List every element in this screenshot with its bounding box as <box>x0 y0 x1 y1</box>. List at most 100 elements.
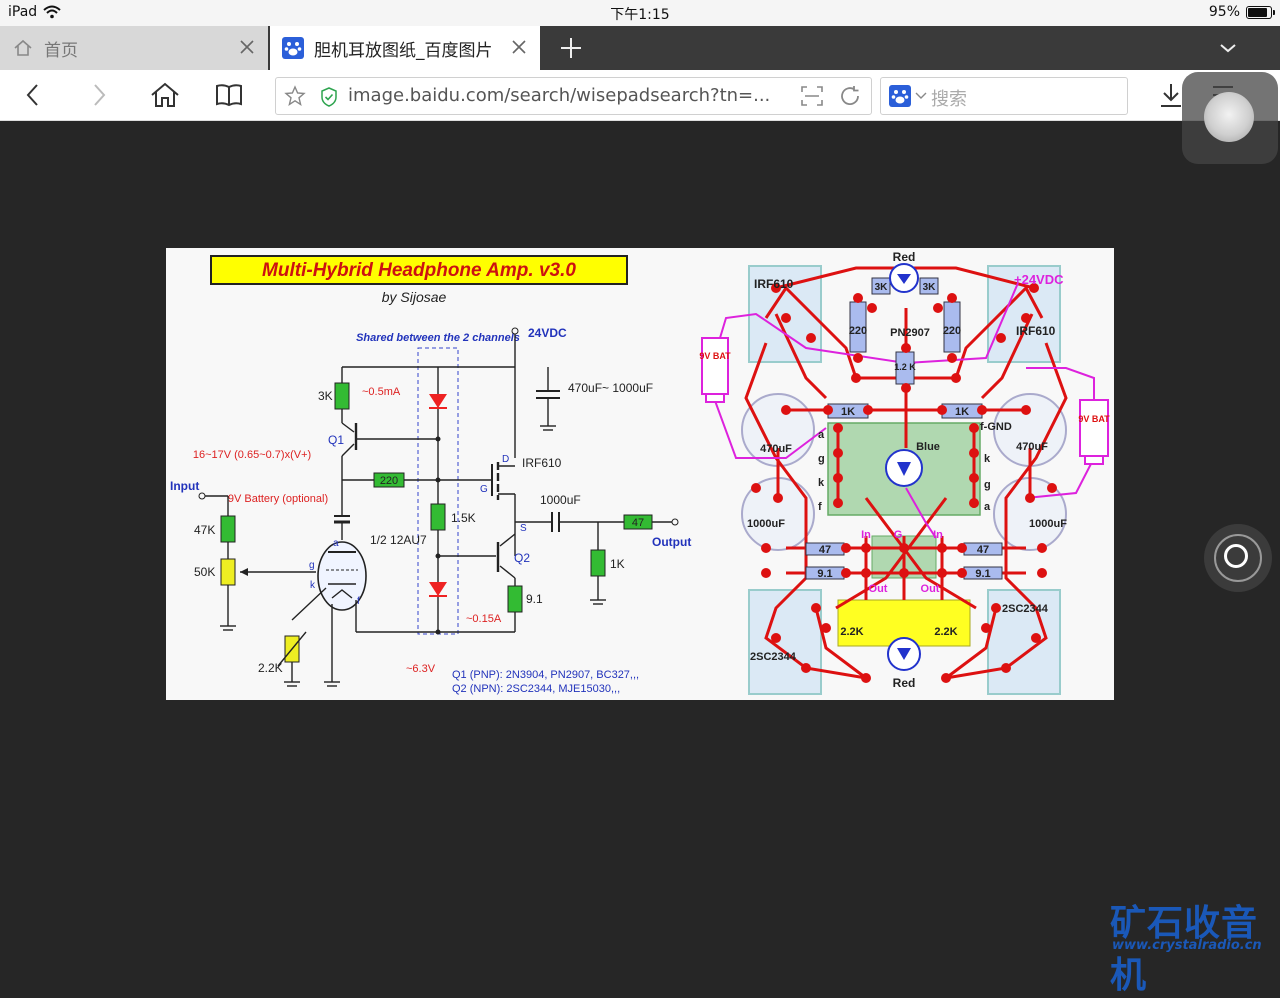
tube-label: 1/2 12AU7 <box>370 533 427 547</box>
board-pad <box>977 405 987 415</box>
r220-right-label: 220 <box>943 325 961 337</box>
board-pad <box>969 498 979 508</box>
shared-note: Shared between the 2 channels <box>356 332 520 344</box>
board-pad <box>1021 313 1031 323</box>
r22k-label: 2.2K <box>258 661 283 675</box>
battery-note: 9V Battery (optional) <box>228 493 328 505</box>
board-pad <box>833 423 843 433</box>
pin-a-right-label: a <box>984 501 991 513</box>
url-text: image.baidu.com/search/wisepadsearch?tn=… <box>348 85 771 106</box>
q2-label: Q2 <box>514 551 530 565</box>
board-pad <box>981 623 991 633</box>
status-bar: iPad 下午1:15 95% <box>0 0 1280 26</box>
board-pad <box>771 633 781 643</box>
board-pad <box>1031 633 1041 643</box>
board-pad <box>1025 493 1035 503</box>
in-right-label: In <box>933 529 943 541</box>
board-pad <box>1021 405 1031 415</box>
back-button[interactable] <box>16 79 50 111</box>
svg-text:G: G <box>480 484 488 495</box>
r47k-label: 47K <box>194 523 215 537</box>
supply-24v-label: +24VDC <box>1014 272 1064 287</box>
board-pad <box>1037 543 1047 553</box>
schematic-diagram: Multi-Hybrid Headphone Amp. v3.0 by Sijo… <box>170 250 1110 695</box>
svg-text:g: g <box>309 560 315 571</box>
close-icon[interactable] <box>238 38 256 56</box>
r15k-label: 1.5K <box>451 511 476 525</box>
schematic-image[interactable]: Multi-Hybrid Headphone Amp. v3.0 by Sijo… <box>166 248 1114 700</box>
download-button[interactable] <box>1154 79 1188 111</box>
r91-label: 9.1 <box>526 592 543 606</box>
c470-right-label: 470uF <box>1016 441 1048 453</box>
board-pad <box>947 293 957 303</box>
svg-text:k: k <box>310 580 316 591</box>
r1k-label: 1K <box>610 557 625 571</box>
r3k-right-label: 3K <box>923 282 937 293</box>
board-pad <box>771 283 781 293</box>
c1000-right-label: 1000uF <box>1029 518 1067 530</box>
address-bar[interactable]: image.baidu.com/search/wisepadsearch?tn=… <box>275 77 872 115</box>
refresh-icon[interactable] <box>838 85 862 107</box>
board-pad <box>951 373 961 383</box>
bias-note: 16~17V (0.65~0.7)x(V+) <box>193 449 311 461</box>
r47-label: 47 <box>632 517 644 529</box>
board-pad <box>969 448 979 458</box>
board-pad <box>801 663 811 673</box>
board-pad <box>761 543 771 553</box>
board-pad <box>901 343 911 353</box>
pin-g-right-label: g <box>984 479 991 491</box>
chevron-left-icon <box>26 84 38 106</box>
board-pad <box>901 383 911 393</box>
close-icon[interactable] <box>510 38 528 56</box>
floating-home-button[interactable] <box>1182 72 1278 164</box>
pn2907-label: PN2907 <box>890 327 930 339</box>
board-pad <box>823 405 833 415</box>
g-label: G <box>894 529 903 541</box>
chevron-down-icon[interactable] <box>1214 38 1242 58</box>
board-pad <box>851 373 861 383</box>
bat-label-right: 9V BAT <box>1078 414 1110 424</box>
home-button[interactable] <box>148 79 182 111</box>
r47-right-label: 47 <box>977 544 989 556</box>
star-icon[interactable] <box>284 85 306 107</box>
board-pad <box>947 353 957 363</box>
board-pad <box>1029 283 1039 293</box>
new-tab-plus-icon[interactable] <box>556 33 586 63</box>
battery-percent: 95% <box>1208 4 1240 20</box>
out-left-label: Out <box>869 583 888 595</box>
board-pad <box>841 543 851 553</box>
assistive-touch-button[interactable] <box>1204 524 1272 592</box>
scan-icon[interactable] <box>800 85 824 107</box>
board-pad <box>833 473 843 483</box>
board-pad <box>863 405 873 415</box>
browser-toolbar: image.baidu.com/search/wisepadsearch?tn=… <box>0 70 1280 121</box>
tab-baidu-images[interactable]: 胆机耳放图纸_百度图片 <box>270 26 540 70</box>
shield-check-icon <box>321 87 337 107</box>
chevron-down-icon[interactable] <box>915 92 927 100</box>
baidu-paw-icon <box>889 85 911 107</box>
board-pad <box>773 493 783 503</box>
board-pad <box>861 543 871 553</box>
tab-bar: 首页 胆机耳放图纸_百度图片 <box>0 26 1280 70</box>
pin-a-label: a <box>818 429 825 441</box>
diagram-author: by Sijosae <box>382 289 447 305</box>
board-pad <box>861 673 871 683</box>
board-pad <box>899 543 909 553</box>
pin-k-label: k <box>818 477 825 489</box>
bookmarks-button[interactable] <box>212 79 246 111</box>
sc2344-left-label: 2SC2344 <box>750 651 797 663</box>
search-box[interactable]: 搜索 <box>880 77 1128 115</box>
board-pad <box>853 353 863 363</box>
pin-f-label: f <box>818 501 822 513</box>
watermark-url: www.crystalradio.cn <box>1112 938 1262 953</box>
forward-button[interactable] <box>82 79 116 111</box>
baidu-paw-icon <box>282 37 304 59</box>
board-pad <box>991 603 1001 613</box>
board-pad <box>933 303 943 313</box>
chevron-right-icon <box>94 84 106 106</box>
board-pad <box>941 673 951 683</box>
board-pad <box>957 568 967 578</box>
bat-label-left: 9V BAT <box>699 351 731 361</box>
tab-home[interactable]: 首页 <box>0 26 268 70</box>
board-layout: 9V BAT 9V BAT Red Red IRF610 <box>699 250 1110 695</box>
